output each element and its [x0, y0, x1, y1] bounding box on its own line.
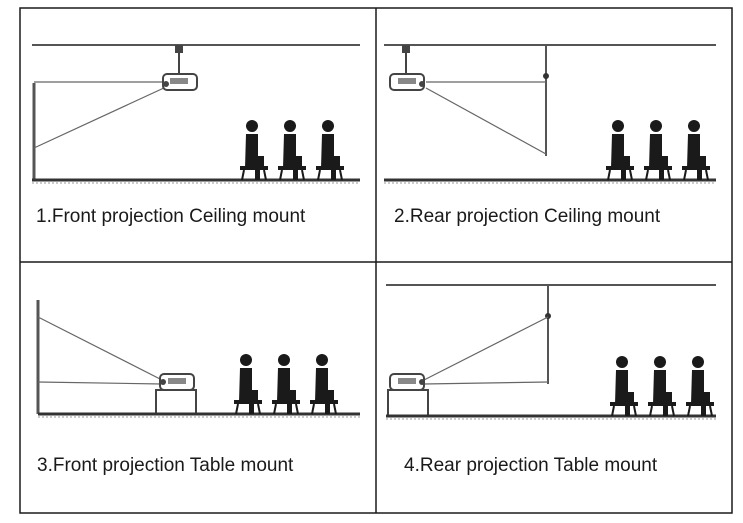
seated-person-icon — [610, 356, 638, 417]
seated-person-icon — [310, 354, 338, 415]
seated-person-icon — [234, 354, 262, 415]
seated-person-icon — [686, 356, 714, 417]
scene-rear-table — [386, 284, 716, 420]
seated-person-icon — [682, 120, 710, 181]
projector-icon — [389, 373, 425, 391]
projection-ray-bottom — [37, 381, 163, 385]
projector-icon — [389, 73, 425, 91]
seated-person-icon — [240, 120, 268, 181]
panel-rear-ceiling: 2.Rear projection Ceiling mount — [376, 8, 743, 260]
seated-person-icon — [644, 120, 672, 181]
panel-caption: 3.Front projection Table mount — [37, 455, 294, 476]
scene-front-table — [36, 300, 360, 418]
seated-person-icon — [648, 356, 676, 417]
table — [155, 389, 197, 415]
seated-person-icon — [316, 120, 344, 181]
projection-ray-top — [37, 316, 163, 381]
panel-front-table: 3.Front projection Table mount — [20, 262, 390, 514]
scene-rear-ceiling — [384, 44, 716, 184]
seated-person-icon — [278, 120, 306, 181]
projection-ray-bottom — [33, 86, 167, 149]
seated-person-icon — [606, 120, 634, 181]
mount-bracket — [175, 45, 183, 53]
scene-front-ceiling — [32, 44, 360, 184]
panel-caption: 1.Front projection Ceiling mount — [36, 206, 306, 227]
mount-bracket — [402, 45, 410, 53]
panel-caption: 2.Rear projection Ceiling mount — [394, 206, 661, 227]
projection-ray-bottom — [425, 87, 547, 155]
table — [387, 389, 429, 417]
panel-front-ceiling: 1.Front projection Ceiling mount — [20, 8, 390, 260]
projection-ray-bottom — [423, 381, 549, 385]
panel-rear-table: 4.Rear projection Table mount — [376, 262, 743, 514]
projection-ray-top — [423, 316, 549, 381]
panel-caption: 4.Rear projection Table mount — [404, 455, 658, 476]
projector-icon — [162, 73, 198, 91]
seated-person-icon — [272, 354, 300, 415]
projector-icon — [159, 373, 195, 391]
